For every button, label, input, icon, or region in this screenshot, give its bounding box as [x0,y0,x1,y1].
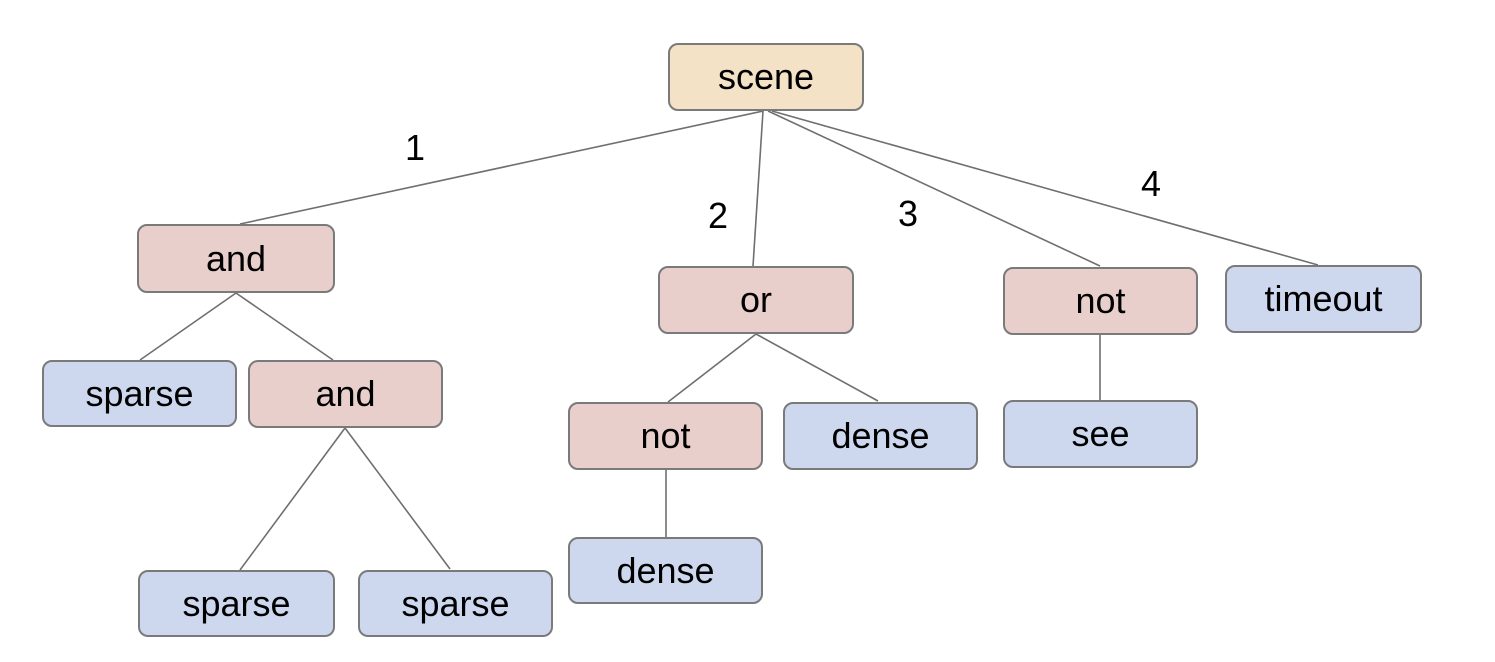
edge-line-and-and [235,292,334,361]
node-see-label: see [1071,413,1130,454]
node-see: see [1003,400,1198,468]
node-sparse-3: sparse [358,570,553,637]
node-or-label: or [739,279,772,320]
node-dense-1: dense [783,402,978,470]
node-not-1: not [1003,267,1198,335]
edge-line-scene-and [239,110,764,225]
edge-line-and2-sparse-l [239,427,346,571]
node-or: or [658,266,854,334]
node-dense-2: dense [568,537,763,604]
node-scene-label: scene [717,56,815,97]
node-and-2-label: and [315,373,376,414]
edge-line-scene-or [752,110,764,267]
node-scene: scene [668,43,864,111]
node-not-2-label: not [640,415,691,456]
edge-label-2: 2 [707,195,729,236]
edge-line-or-dense [755,333,879,402]
node-sparse-1: sparse [42,360,237,427]
node-dense-1-label: dense [831,415,930,456]
node-dense-2-label: dense [616,549,715,591]
node-and-1-label: and [205,237,267,279]
edge-line-scene-timeout [771,110,1319,266]
node-sparse-1-label: sparse [85,372,194,414]
node-timeout-label: timeout [1264,278,1383,319]
edge-label-4: 4 [1140,163,1162,204]
node-and-2: and [248,360,443,428]
edge-line-and2-sparse-r [344,427,451,570]
edge-line-or-not [667,333,757,403]
edge-label-3: 3 [897,193,919,234]
edge-line-scene-not [767,110,1101,267]
node-sparse-3-label: sparse [401,582,510,624]
node-not-1-label: not [1075,280,1126,321]
node-sparse-2-label: sparse [182,582,291,624]
node-and-1: and [137,224,335,293]
edge-label-1: 1 [404,127,426,168]
edge-line-and-sparse [139,292,237,361]
node-not-2: not [568,402,763,470]
node-sparse-2: sparse [138,570,335,637]
node-timeout: timeout [1225,265,1422,333]
